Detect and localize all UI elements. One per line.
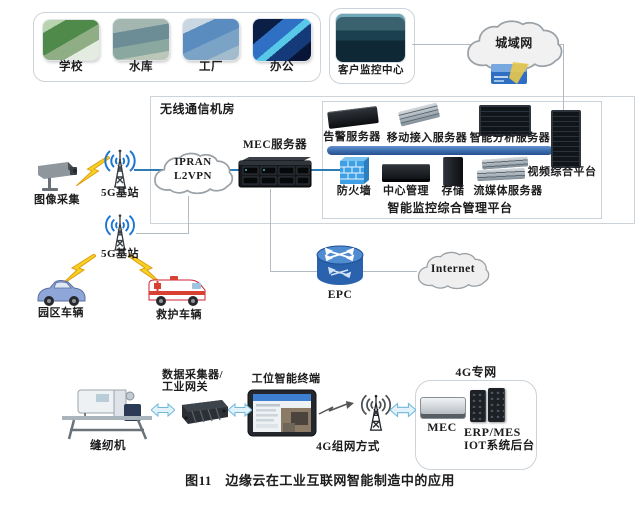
- streaming-server-label: 流媒体服务器: [473, 185, 543, 197]
- gateway-label-line2: 工业网关: [162, 381, 208, 393]
- line-bts2-horizontal: [136, 233, 189, 234]
- line-mec-down: [270, 189, 271, 272]
- monitor-center-label: 客户监控中心: [338, 65, 404, 76]
- storage-tower-icon: [443, 157, 463, 186]
- epc-router-icon: [316, 245, 364, 285]
- 4g-antenna-icon: [360, 394, 392, 431]
- terminal-label: 工位智能终端: [251, 373, 321, 385]
- private-network-box: [415, 380, 537, 470]
- line-ipran-down: [188, 196, 189, 234]
- line-metro-cloud-down: [563, 44, 564, 111]
- mec-edge-label: MEC: [427, 420, 457, 434]
- smart-terminal-tablet-icon: [247, 389, 317, 437]
- lightning-bolt-icon-1: [76, 156, 110, 186]
- double-arrow-icon-1: [151, 402, 175, 418]
- office-photo: [253, 19, 311, 61]
- lightning-bolt-icon-3: [128, 254, 164, 286]
- lightning-bolt-icon-2: [60, 254, 96, 286]
- ipran-label-line2: L2VPN: [174, 170, 212, 182]
- bts-antenna-icon-2: [105, 214, 135, 251]
- backend-label-line1: ERP/MES: [464, 425, 521, 439]
- analysis-server-icon: [479, 105, 531, 136]
- cctv-camera-icon: [38, 162, 77, 191]
- metro-switch-icon: [491, 62, 529, 84]
- ambulance-label: 救护车辆: [156, 309, 202, 321]
- storage-label: 存储: [441, 185, 465, 197]
- mobile-access-server-label: 移动接入服务器: [386, 132, 468, 144]
- bts1-label: 5G基站: [100, 187, 140, 199]
- gateway-label-line1: 数据采集器/: [162, 369, 224, 381]
- double-arrow-icon-3: [390, 402, 416, 418]
- private-network-label: 4G专网: [455, 365, 497, 379]
- school-label: 学校: [59, 61, 83, 73]
- wireless-room-title: 无线通信机房: [160, 102, 236, 116]
- monitor-center-photo: [336, 14, 405, 62]
- industrial-gateway-icon: [182, 400, 228, 424]
- analysis-server-label: 智能分析服务器: [469, 132, 551, 144]
- factory-label: 工厂: [199, 61, 223, 73]
- mec-server-label: MEC服务器: [242, 139, 308, 151]
- internet-label: Internet: [430, 263, 476, 275]
- sewing-machine-icon: [62, 389, 152, 440]
- mec-server-rack-icon: [238, 157, 312, 188]
- bts-antenna-icon-1: [104, 149, 136, 188]
- alarm-server-label: 告警服务器: [323, 131, 381, 143]
- video-platform-label: 视频综合平台: [527, 166, 597, 178]
- firewall-label: 防火墙: [336, 185, 372, 197]
- ipran-cloud-icon: [154, 152, 234, 195]
- backend-label-line2: IOT系统后台: [464, 440, 535, 452]
- reservoir-photo: [113, 19, 169, 60]
- figure-caption: 图11 边缘云在工业互联网智能制造中的应用: [185, 473, 455, 488]
- camera-label: 图像采集: [34, 194, 80, 206]
- school-photo: [43, 20, 99, 60]
- monitor-center-box: [329, 8, 415, 84]
- erp-tower-icon-2: [488, 388, 505, 422]
- line-to-epc: [270, 271, 319, 272]
- double-arrow-icon-2: [228, 402, 252, 418]
- internet-cloud-icon: [417, 251, 490, 290]
- sewing-machine-label: 缝纫机: [90, 440, 126, 452]
- mec-edge-server-icon: [420, 397, 466, 419]
- bts2-label: 5G基站: [100, 248, 140, 260]
- ipran-label-line1: IPRAN: [174, 156, 212, 168]
- reservoir-label: 水库: [129, 61, 153, 73]
- network-mode-label: 4G组网方式: [316, 441, 380, 453]
- zigzag-link-arrow-icon: [318, 401, 354, 415]
- office-label: 办公: [270, 61, 294, 73]
- ambulance-icon: [148, 276, 206, 306]
- factory-photo: [183, 19, 239, 60]
- campus-car-label: 园区车辆: [38, 307, 84, 319]
- erp-tower-icon-1: [470, 390, 486, 422]
- metro-cloud-label: 城域网: [495, 36, 533, 50]
- campus-car-icon: [37, 280, 86, 306]
- epc-label: EPC: [327, 289, 353, 301]
- sites-group-box: [33, 12, 321, 82]
- central-mgmt-label: 中心管理: [383, 185, 429, 197]
- platform-caption: 智能监控综合管理平台: [387, 201, 513, 215]
- line-epc-to-internet: [363, 271, 417, 272]
- wireless-room-box: [150, 96, 635, 224]
- video-platform-rack-icon: [551, 110, 581, 168]
- metro-cloud-icon: [467, 20, 563, 71]
- central-mgmt-server-icon: [382, 164, 430, 182]
- platform-bus-bar: [327, 146, 553, 155]
- firewall-icon: [340, 157, 369, 184]
